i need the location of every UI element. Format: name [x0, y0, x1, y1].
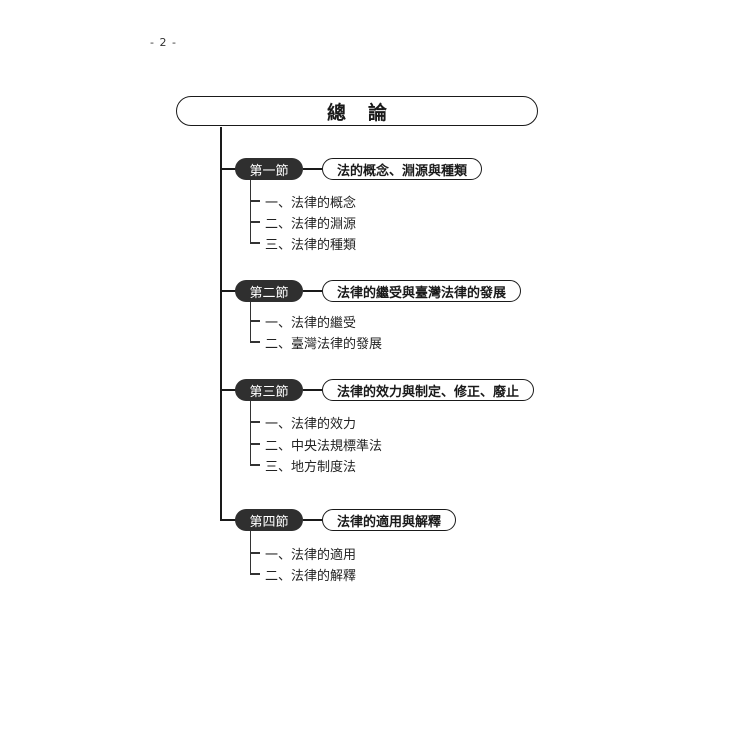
- list-item-label: 二、法律的解釋: [265, 568, 357, 584]
- list-item-label: 一、法律的適用: [265, 547, 357, 563]
- list-item: 一、法律的繼受: [250, 314, 357, 331]
- chapter-title: 總論: [176, 96, 538, 126]
- list-item-label: 一、法律的概念: [265, 195, 357, 211]
- section-branch-line: [220, 389, 236, 391]
- list-item: 三、地方制度法: [250, 458, 357, 475]
- section-branch-line: [220, 519, 236, 521]
- section-title-4: 法律的適用與解釋: [322, 509, 457, 531]
- list-item: 二、法律的解釋: [250, 567, 357, 584]
- section-title-3: 法律的效力與制定、修正、廢止: [322, 379, 535, 401]
- list-item: 三、法律的種類: [250, 236, 357, 253]
- list-item-label: 三、法律的種類: [265, 237, 357, 253]
- list-item: 二、法律的淵源: [250, 215, 357, 232]
- section-badge-3: 第三節: [235, 379, 303, 401]
- section-branch-line: [220, 290, 236, 292]
- section-connector-line: [303, 389, 322, 391]
- tick-line: [250, 242, 260, 244]
- section-connector-line: [303, 290, 322, 292]
- list-item: 一、法律的概念: [250, 194, 357, 211]
- list-item-label: 二、法律的淵源: [265, 216, 357, 232]
- list-item-label: 三、地方制度法: [265, 459, 357, 475]
- outline-trunk-line: [220, 127, 222, 519]
- section-title-2: 法律的繼受與臺灣法律的發展: [322, 280, 522, 302]
- list-item: 二、中央法規標準法: [250, 437, 383, 454]
- tick-line: [250, 464, 260, 466]
- section-sub-line: [250, 180, 252, 243]
- list-item-label: 一、法律的效力: [265, 416, 357, 432]
- tick-line: [250, 421, 260, 423]
- section-sub-line: [250, 302, 252, 342]
- tick-line: [250, 200, 260, 202]
- section-sub-line: [250, 401, 252, 465]
- list-item-label: 二、中央法規標準法: [265, 438, 383, 454]
- list-item-label: 一、法律的繼受: [265, 315, 357, 331]
- tick-line: [250, 341, 260, 343]
- section-title-1: 法的概念、淵源與種類: [322, 158, 483, 180]
- tick-line: [250, 573, 260, 575]
- tick-line: [250, 320, 260, 322]
- section-branch-line: [220, 168, 236, 170]
- section-connector-line: [303, 168, 322, 170]
- section-connector-line: [303, 519, 322, 521]
- list-item: 一、法律的適用: [250, 546, 357, 563]
- list-item: 二、臺灣法律的發展: [250, 335, 383, 352]
- list-item: 一、法律的效力: [250, 415, 357, 432]
- section-badge-1: 第一節: [235, 158, 303, 180]
- page-number: - 2 -: [150, 36, 177, 49]
- tick-line: [250, 443, 260, 445]
- tick-line: [250, 221, 260, 223]
- list-item-label: 二、臺灣法律的發展: [265, 336, 383, 352]
- tick-line: [250, 552, 260, 554]
- section-badge-2: 第二節: [235, 280, 303, 302]
- section-badge-4: 第四節: [235, 509, 303, 531]
